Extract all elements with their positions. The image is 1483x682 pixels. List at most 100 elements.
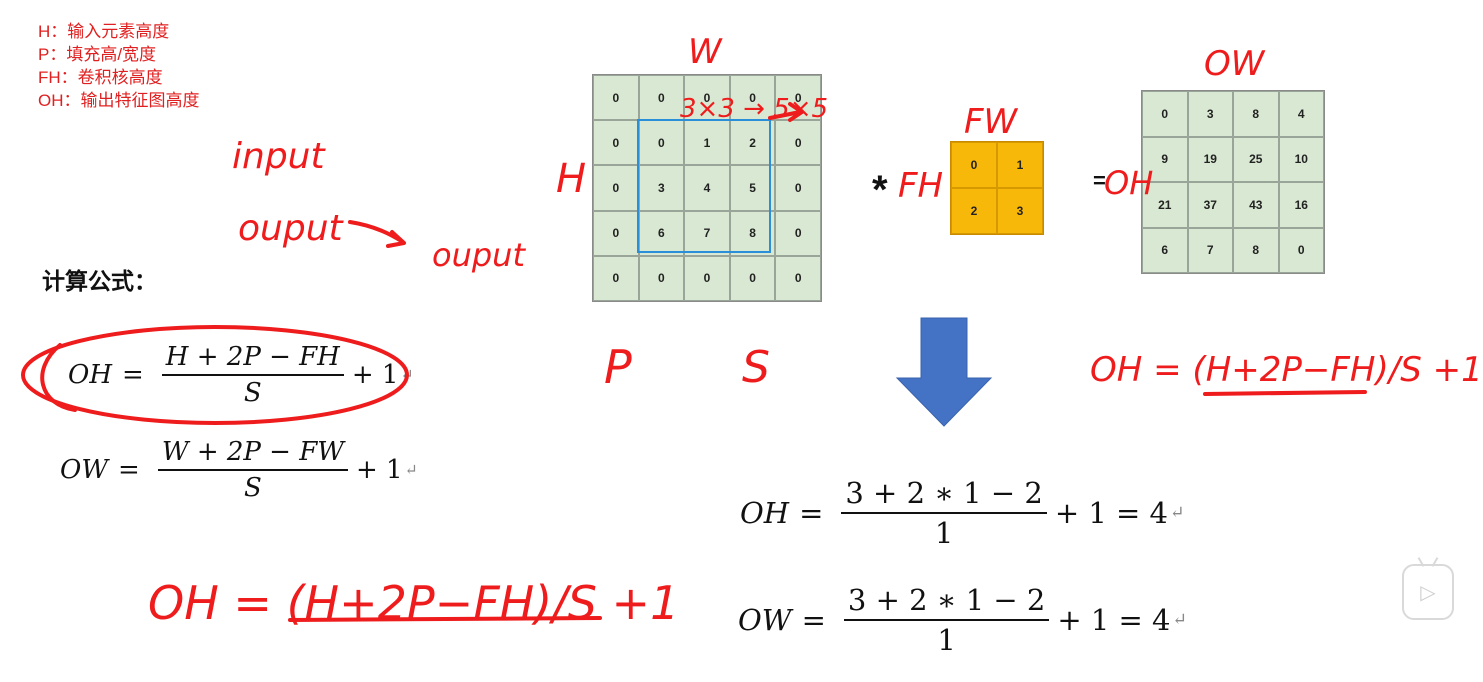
matrix-cell: 0 — [593, 75, 639, 121]
matrix-cell: 0 — [775, 255, 821, 301]
matrix-cell: 8 — [729, 210, 776, 256]
convolve-operator: * — [872, 168, 888, 212]
matrix-cell: 37 — [1187, 182, 1233, 228]
annotation-ouput: ouput — [238, 208, 343, 249]
matrix-cell: 6 — [638, 210, 685, 256]
formula-fraction: H + 2P − FH S — [161, 342, 344, 408]
kernel-window-highlight — [637, 119, 771, 253]
annotation-ouput-2: ouput — [432, 236, 525, 274]
formula-oh-calculation: OH = 3 + 2 ∗ 1 − 2 1 + 1 = 4 ↵ — [740, 476, 1185, 550]
matrix-cell: 0 — [1142, 91, 1188, 137]
formula-tail: + 1 = 4 — [1054, 496, 1168, 530]
formula-lhs: OW — [738, 603, 792, 637]
formula-eq: = — [118, 455, 140, 485]
matrix-cell: 0 — [775, 210, 821, 256]
formula-fraction: 3 + 2 ∗ 1 − 2 1 — [843, 583, 1050, 657]
formula-lhs: OH — [68, 360, 112, 390]
return-mark: ↵ — [404, 461, 418, 479]
annotation-oh: OH — [1104, 164, 1154, 202]
matrix-cell: 4 — [1278, 91, 1324, 137]
formula-ow: OW = W + 2P − FW S + 1 ↵ — [60, 437, 418, 503]
formula-tail: + 1 — [356, 455, 403, 485]
matrix-cell: 0 — [775, 120, 821, 166]
equals-operator: = — [1093, 168, 1106, 193]
return-mark: ↵ — [1172, 610, 1188, 630]
matrix-cell: 43 — [1233, 182, 1279, 228]
matrix-cell: 8 — [1233, 91, 1279, 137]
annotation-h: H — [556, 156, 587, 202]
formula-oh: OH = H + 2P − FH S + 1 ↵ — [68, 342, 414, 408]
formula-denominator: 1 — [841, 512, 1047, 550]
matrix-cell: 4 — [684, 165, 730, 211]
formula-ow-calculation: OW = 3 + 2 ∗ 1 − 2 1 + 1 = 4 ↵ — [738, 583, 1187, 657]
play-icon: ▷ — [1420, 581, 1436, 604]
matrix-cell: 0 — [593, 165, 639, 211]
matrix-cell: 0 — [729, 75, 776, 121]
matrix-cell: 0 — [593, 210, 639, 256]
formula-eq: = — [801, 603, 826, 637]
formula-tail: + 1 — [351, 360, 399, 390]
matrix-cell: 3 — [997, 188, 1043, 234]
matrix-cell: 0 — [775, 165, 821, 211]
formula-tail: + 1 = 4 — [1057, 603, 1171, 637]
formula-denominator: S — [157, 469, 348, 503]
formula-denominator: S — [161, 374, 344, 408]
legend-item-fh: FH：卷积核高度 — [38, 68, 163, 87]
matrix-cell: 0 — [593, 120, 639, 166]
matrix-cell: 0 — [684, 75, 730, 121]
annotation-w: W — [688, 32, 722, 72]
matrix-cell: 0 — [684, 255, 730, 301]
return-mark: ↵ — [400, 366, 414, 384]
formula-eq: = — [122, 360, 144, 390]
annotation-ow: OW — [1204, 44, 1265, 84]
matrix-cell: 19 — [1187, 136, 1233, 182]
formula-fraction: 3 + 2 ∗ 1 − 2 1 — [841, 476, 1047, 550]
matrix-cell: 0 — [729, 255, 776, 301]
matrix-cell: 3 — [638, 165, 685, 211]
matrix-cell: 3 — [1187, 91, 1233, 137]
formula-eq: = — [799, 496, 824, 530]
annotation-hand-formula-bottom: OH = (H+2P−FH)/S +1 — [148, 576, 680, 630]
annotation-fw: FW — [964, 102, 1018, 142]
formula-denominator: 1 — [843, 619, 1050, 657]
matrix-cell: 0 — [1278, 227, 1324, 273]
hand-arrow — [348, 220, 406, 248]
annotation-fh: FH — [898, 166, 944, 206]
annotation-hand-formula-right: OH = (H+2P−FH)/S +1 — [1090, 350, 1483, 390]
matrix-cell: 6 — [1142, 227, 1188, 273]
matrix-cell: 16 — [1278, 182, 1324, 228]
annotation-p: P — [604, 340, 632, 394]
annotation-stride-note: 3×3 → 5×5 — [680, 94, 829, 124]
annotation-input: input — [232, 136, 325, 177]
play-button[interactable]: ▷ — [1402, 564, 1454, 620]
formula-numerator: 3 + 2 ∗ 1 − 2 — [847, 583, 1046, 617]
matrix-cell: 0 — [951, 142, 997, 188]
formula-fraction: W + 2P − FW S — [157, 437, 348, 503]
matrix-cell: 5 — [729, 165, 776, 211]
formula-lhs: OW — [60, 455, 109, 485]
matrix-cell: 2 — [729, 120, 776, 166]
formula-numerator: 3 + 2 ∗ 1 − 2 — [845, 476, 1043, 510]
return-mark: ↵ — [1169, 503, 1185, 523]
matrix-cell: 2 — [951, 188, 997, 234]
matrix-cell: 0 — [638, 120, 685, 166]
formula-lhs: OH — [740, 496, 790, 530]
legend-item-p: P：填充高/宽度 — [38, 45, 157, 64]
matrix-cell: 10 — [1278, 136, 1324, 182]
matrix-cell: 21 — [1142, 182, 1188, 228]
matrix-cell: 7 — [684, 210, 730, 256]
legend-item-h: H：输入元素高度 — [38, 22, 170, 41]
hand-fraction-bar-right — [1203, 390, 1367, 396]
matrix-cell: 1 — [997, 142, 1043, 188]
annotation-s: S — [742, 342, 770, 393]
legend: H：输入元素高度 P：填充高/宽度 FH：卷积核高度 OH：输出特征图高度 — [38, 20, 200, 112]
matrix-cell: 0 — [638, 255, 685, 301]
matrix-cell: 9 — [1142, 136, 1188, 182]
matrix-cell: 8 — [1233, 227, 1279, 273]
legend-item-oh: OH：输出特征图高度 — [38, 91, 200, 110]
section-title: 计算公式： — [42, 268, 157, 294]
matrix-cell: 25 — [1233, 136, 1279, 182]
